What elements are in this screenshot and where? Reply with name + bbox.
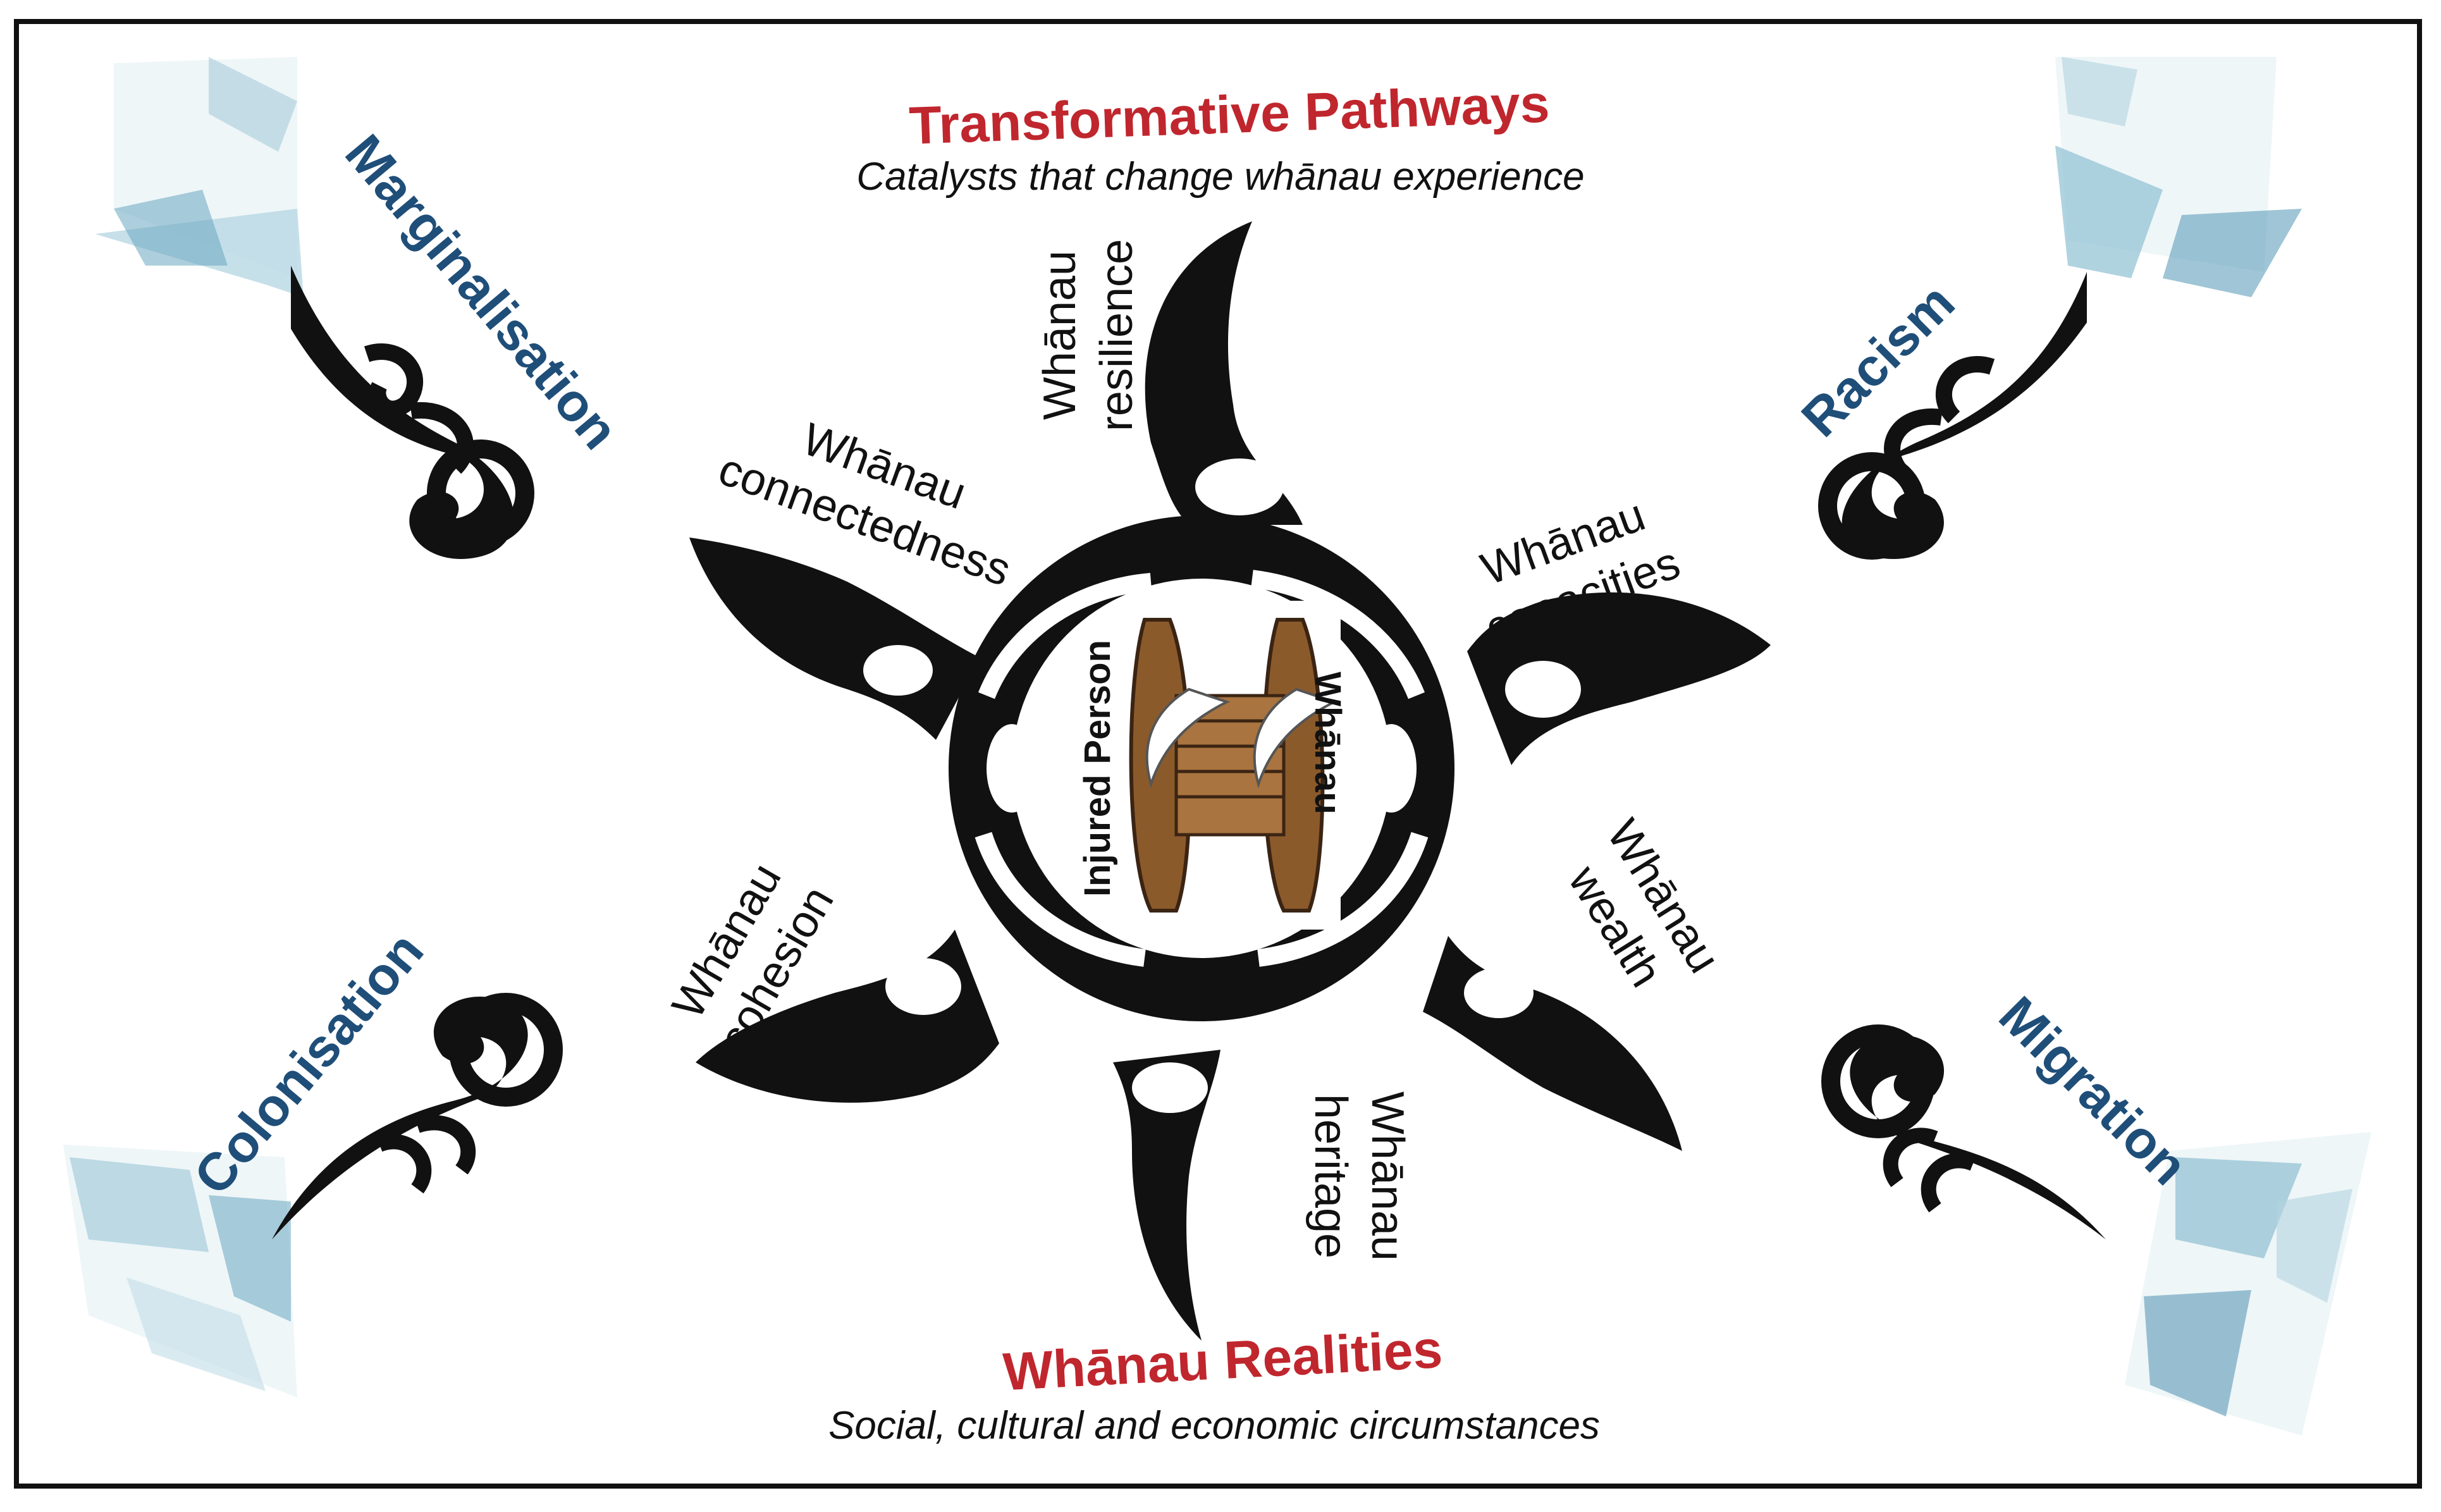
bottom-title: Whānau Realities — [1002, 1319, 1444, 1401]
corner-art-bottom-left — [63, 1145, 297, 1398]
corner-art-top-left — [95, 57, 304, 297]
petal-wealth — [1423, 936, 1682, 1151]
koru-top-right — [1818, 272, 2087, 560]
svg-text:Whānau: Whānau — [1035, 250, 1085, 420]
petal-connectedness — [689, 538, 980, 740]
top-title: Transformative Pathways — [908, 73, 1551, 155]
waka-image — [1113, 601, 1341, 930]
label-wealth: Whānau wealth — [1558, 811, 1730, 995]
corner-art-bottom-right — [2125, 1132, 2371, 1435]
label-colonisation: Colonisation — [182, 921, 434, 1205]
petal-capacities — [1467, 592, 1771, 765]
svg-text:Whānau: Whānau — [1362, 1091, 1413, 1261]
petal-resilience — [1145, 221, 1303, 525]
label-capacities: Whānau capacities — [1475, 489, 1687, 654]
bottom-subtitle: Social, cultural and economic circumstan… — [828, 1404, 1600, 1447]
top-subtitle: Catalysts that change whānau experience — [856, 155, 1584, 199]
svg-text:resilience: resilience — [1091, 239, 1142, 431]
label-resilience: Whānau resilience — [1035, 239, 1142, 431]
label-migration: Migration — [1988, 985, 2199, 1196]
petal-heritage — [1113, 1050, 1220, 1341]
koru-top-left — [291, 266, 534, 559]
label-heritage: Whānau heritage — [1305, 1091, 1413, 1261]
svg-text:heritage: heritage — [1305, 1094, 1356, 1258]
koru-bottom-right — [1821, 1024, 2106, 1239]
corner-art-top-right — [2055, 57, 2302, 297]
koru-bottom-left — [272, 993, 563, 1239]
label-whanau-centre: Whānau — [1307, 672, 1348, 814]
petal-cohesion — [696, 930, 999, 1103]
label-injured-person: Injured Person — [1077, 640, 1118, 897]
